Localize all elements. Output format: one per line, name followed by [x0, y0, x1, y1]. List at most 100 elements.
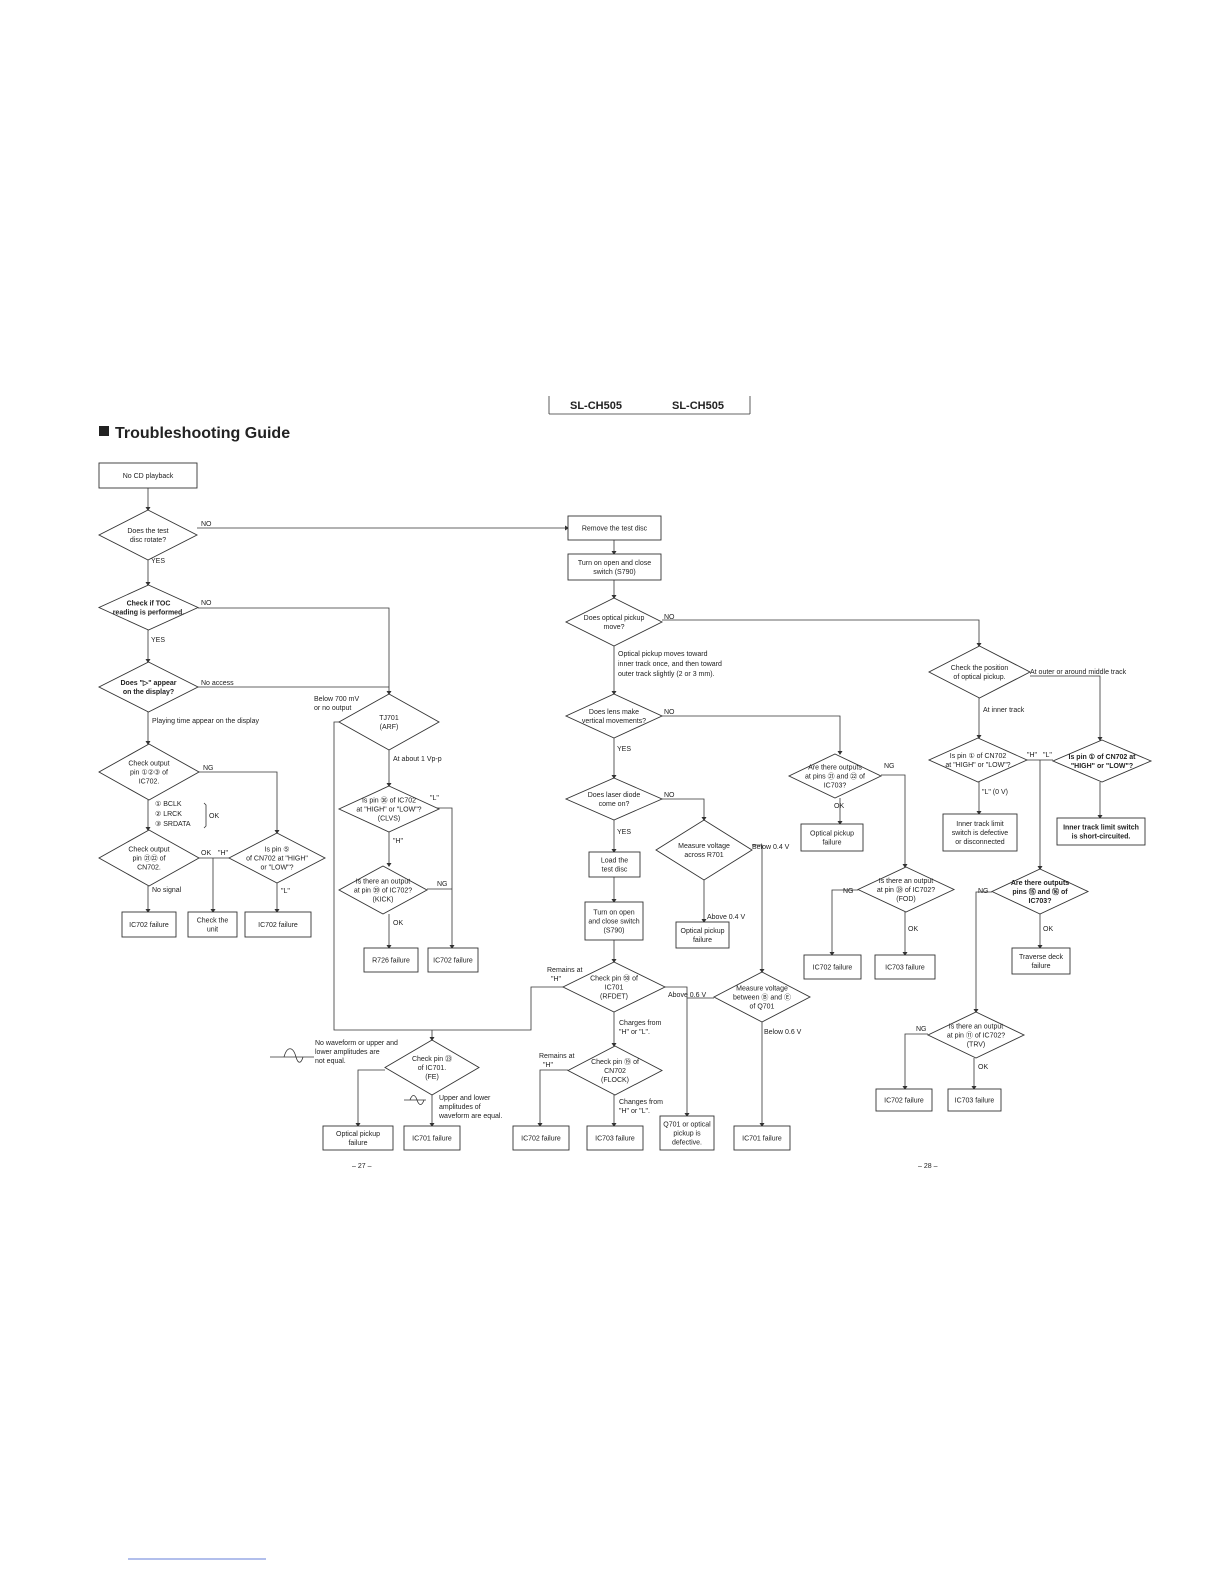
- node-text: Is there an output: [356, 879, 411, 886]
- node-text: IC702.: [139, 779, 160, 786]
- label-pins1516-ng: NG: [978, 888, 989, 895]
- decision-diamond: [98, 661, 199, 713]
- node-text: Check the position: [951, 665, 1009, 672]
- node-text: Is there an output: [879, 878, 934, 885]
- node-text: Measure voltage: [678, 843, 730, 850]
- process-box: [567, 515, 662, 541]
- decision-diamond: [990, 868, 1090, 915]
- label-h-pin1: "H": [1027, 752, 1038, 759]
- process-box: [586, 1125, 644, 1151]
- node-text: (RFDET): [600, 994, 628, 1001]
- node-text: IC703 failure: [955, 1098, 995, 1105]
- process-box: [733, 1125, 791, 1151]
- label-fe-equal: waveform are equal.: [438, 1113, 502, 1120]
- edge-labels: NO YES NO YES No access Playing time app…: [151, 521, 1127, 1120]
- process-box: [584, 901, 644, 941]
- label-clvs-l: "L": [430, 795, 439, 802]
- node-text: No CD playback: [123, 473, 174, 480]
- label-opt-no: NO: [664, 614, 675, 621]
- node-b-ic703-c: IC703 failure: [947, 1088, 1002, 1112]
- label-or-no-output: or no output: [314, 705, 351, 712]
- node-b-ic702-f: IC702 failure: [875, 1088, 933, 1112]
- node-text: disc rotate?: [130, 537, 166, 544]
- node-text: IC703?: [824, 783, 847, 790]
- node-text: on the display?: [123, 689, 174, 696]
- node-d-rotate: Does the test disc rotate?: [98, 509, 198, 561]
- node-text: (S790): [603, 928, 624, 935]
- page-number-right: – 28 –: [918, 1163, 938, 1170]
- node-text: defective.: [672, 1140, 702, 1147]
- label-h-pin5: "H": [218, 850, 229, 857]
- node-text: Does the test: [127, 528, 168, 535]
- process-box: [244, 911, 312, 938]
- label-no-toc: NO: [201, 600, 212, 607]
- decision-diamond: [928, 645, 1031, 699]
- label-changes-2: "H" or "L".: [619, 1108, 650, 1115]
- node-text: Inner track limit switch: [1063, 825, 1139, 832]
- label-changes-1: Changes from: [619, 1099, 663, 1106]
- label-trv-ok: OK: [978, 1064, 988, 1071]
- node-text: (FE): [425, 1074, 439, 1081]
- node-text: failure: [693, 937, 712, 944]
- node-text: Check pin ㊿ of: [590, 975, 638, 983]
- label-ok-h: OK: [201, 850, 211, 857]
- node-text: of IC701.: [418, 1065, 446, 1072]
- node-text: IC702 failure: [433, 958, 473, 965]
- uneven-waveform-icon: [270, 1048, 314, 1063]
- node-text: of Q701: [750, 1004, 775, 1011]
- node-b-inner-short: Inner track limit switch is short-circuit…: [1056, 817, 1146, 846]
- node-text: Does laser diode: [588, 792, 641, 799]
- label-ok-signals: OK: [209, 813, 219, 820]
- node-text: CN702.: [137, 865, 161, 872]
- decision-diamond: [97, 584, 200, 631]
- label-fe-upper-lower: Upper and lower: [439, 1095, 491, 1102]
- node-text: Check pin ㉓: [412, 1055, 452, 1063]
- node-d-pin5: Is pin ⑤of CN702 at "HIGH"or "LOW"?: [228, 832, 326, 884]
- node-text: Turn on open: [593, 910, 634, 917]
- node-b-ic702-b: IC702 failure: [244, 911, 312, 938]
- label-remains-h-1: Remains at: [547, 967, 582, 974]
- decision-diamond: [98, 829, 200, 887]
- node-text: IC702 failure: [813, 965, 853, 972]
- node-text: (ARF): [380, 724, 399, 731]
- decision-diamond: [856, 866, 956, 913]
- label-fe-amplitudes: lower amplitudes are: [315, 1049, 380, 1056]
- node-text: unit: [207, 927, 218, 934]
- label-yes-rotate: YES: [151, 558, 165, 565]
- node-text: IC702 failure: [884, 1098, 924, 1105]
- node-text: Check pin ⑲ of: [591, 1058, 639, 1066]
- decision-diamond: [228, 832, 326, 884]
- node-text: Load the: [601, 858, 628, 865]
- label-yes-toc: YES: [151, 637, 165, 644]
- label-opt-moves-3: outer track slightly (2 or 3 mm).: [618, 671, 715, 678]
- even-waveform-icon: [404, 1095, 426, 1105]
- node-text: at "HIGH" or "LOW"?: [356, 807, 421, 814]
- node-text: Does optical pickup: [584, 615, 645, 622]
- node-d-cn702-1b: Is pin ① of CN702 at"HIGH" or "LOW"?: [1051, 739, 1153, 783]
- label-at-1vpp: At about 1 Vp-p: [393, 756, 442, 763]
- node-text: is short-circuited.: [1072, 834, 1131, 841]
- node-text: Q701 or optical: [663, 1122, 711, 1129]
- label-bclk: ① BCLK: [155, 800, 182, 808]
- label-inner-track: At inner track: [983, 707, 1025, 714]
- node-text: (TRV): [967, 1042, 986, 1049]
- node-start: No CD playback: [98, 462, 198, 489]
- process-box: [588, 851, 641, 878]
- decision-diamond: [787, 753, 883, 799]
- node-text: Optical pickup: [810, 831, 854, 838]
- node-text: Is pin ① of CN702: [950, 752, 1007, 760]
